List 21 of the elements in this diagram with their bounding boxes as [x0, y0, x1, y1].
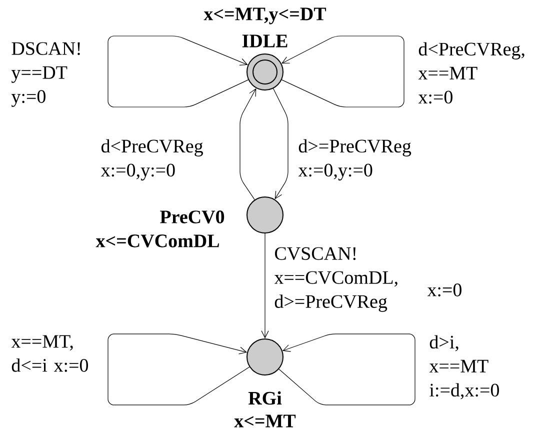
edge-label: CVSCAN! x==CVComDL, d>=PreCVReg [274, 247, 398, 312]
transition-arrow [261, 233, 269, 338]
edge-label: d>i, x==MT i:=d,x:=0 [429, 335, 499, 400]
invariant-label: x<=MT [234, 414, 296, 428]
transition-arrow [278, 334, 416, 406]
invariant-label: x<=MT,y<=DT [204, 8, 326, 24]
location-name: RGi [248, 391, 282, 405]
edge-label: x==MT, d<=i x:=0 [11, 335, 88, 372]
edge-label: d<PreCVReg x:=0,y:=0 [100, 139, 203, 180]
transition-arrow [272, 88, 288, 200]
transition-arrow [281, 36, 404, 108]
edge-label: DSCAN! y==DT y:=0 [11, 42, 80, 107]
transition-arrow [108, 36, 249, 108]
edge-label: d>=PreCVReg x:=0,y:=0 [298, 139, 412, 180]
location-name: PreCV0 [160, 210, 224, 224]
location-name: IDLE [242, 34, 288, 48]
transition-arrow [240, 88, 256, 200]
assignment-label: x:=0 [427, 284, 462, 296]
invariant-label: x<=CVComDL [96, 234, 219, 248]
edge-label: d<PreCVReg, x==MT x:=0 [418, 42, 524, 104]
transition-arrow [108, 334, 250, 406]
